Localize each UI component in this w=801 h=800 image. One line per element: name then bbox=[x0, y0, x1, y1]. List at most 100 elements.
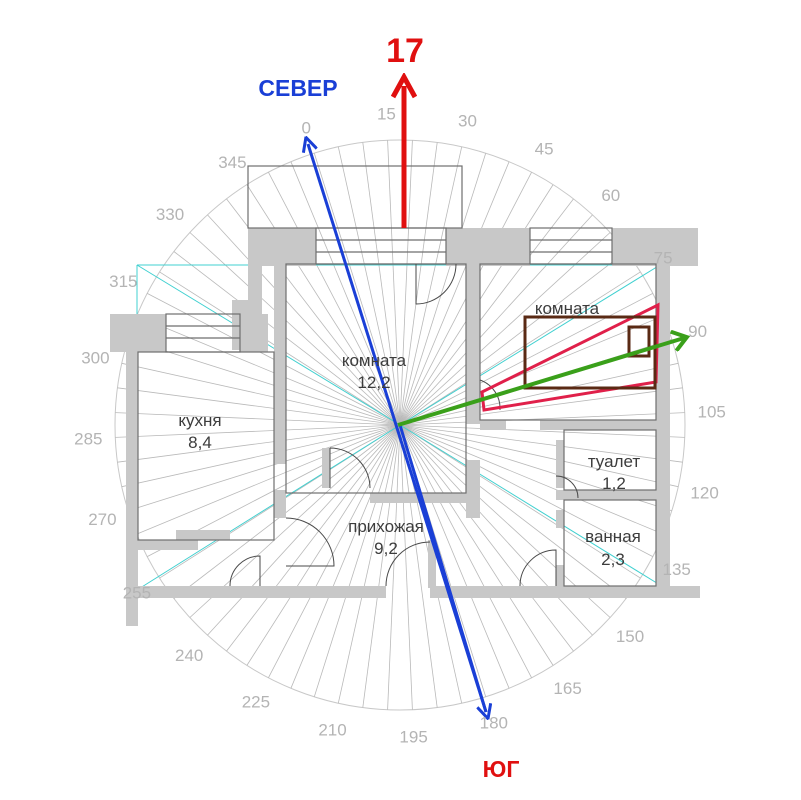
bedroom-furniture-small bbox=[627, 325, 651, 358]
bath-name: ванная bbox=[585, 527, 641, 546]
radial-line bbox=[207, 214, 401, 426]
degree-label: 345 bbox=[218, 153, 246, 172]
degree-label: 240 bbox=[175, 646, 203, 665]
radial-line bbox=[399, 315, 664, 426]
bedroom-furniture bbox=[523, 315, 657, 390]
degree-label: 105 bbox=[698, 402, 726, 421]
radial-line bbox=[313, 424, 401, 697]
radial-line bbox=[399, 198, 574, 426]
degree-label: 150 bbox=[616, 627, 644, 646]
radial-line bbox=[399, 387, 683, 426]
radial-line bbox=[399, 161, 510, 426]
degree-labels: 0 15 30 45 60 75 90 105 120 135 150 165 180 195 210 225… bbox=[74, 104, 726, 746]
compass-circle bbox=[114, 139, 686, 711]
radial-line bbox=[128, 424, 401, 512]
radial-line bbox=[121, 362, 401, 426]
radial-line bbox=[246, 424, 401, 666]
radial-line bbox=[337, 424, 401, 704]
radial-line bbox=[387, 140, 401, 426]
radial-line bbox=[189, 424, 401, 618]
north-label: СЕВЕР bbox=[258, 75, 337, 101]
radial-line bbox=[115, 412, 401, 426]
orientation-value: 17 bbox=[386, 32, 424, 70]
bedroom-name: комната bbox=[535, 299, 600, 318]
north-south-arrow-south-head bbox=[398, 424, 486, 712]
degree-label: 15 bbox=[377, 104, 396, 123]
radial-line bbox=[399, 424, 532, 678]
radial-line bbox=[313, 153, 401, 426]
radial-line bbox=[399, 424, 664, 535]
radial-line bbox=[362, 424, 401, 708]
south-label: ЮГ bbox=[483, 756, 520, 782]
radial-line bbox=[399, 153, 487, 426]
degree-label: 270 bbox=[88, 510, 116, 529]
degree-label: 75 bbox=[654, 248, 673, 267]
radial-line bbox=[117, 387, 401, 426]
degree-label: 195 bbox=[399, 728, 427, 747]
kitchen-name: кухня bbox=[178, 411, 221, 430]
degree-label: 165 bbox=[553, 679, 581, 698]
hallway-name: прихожая bbox=[348, 517, 424, 536]
radial-line bbox=[399, 424, 593, 636]
degree-label: 0 bbox=[301, 118, 310, 137]
degree-label: 90 bbox=[688, 322, 707, 341]
room-outlines bbox=[137, 165, 657, 587]
degree-label: 30 bbox=[458, 111, 477, 130]
door-swings bbox=[229, 263, 579, 587]
radial-line bbox=[136, 315, 401, 426]
radial-line bbox=[399, 271, 641, 426]
degree-label: 300 bbox=[81, 349, 109, 368]
direction-arrow bbox=[397, 338, 684, 427]
toilet-name: туалет bbox=[588, 452, 641, 471]
radial-line bbox=[268, 424, 401, 678]
radial-line bbox=[268, 172, 401, 426]
radial-line bbox=[399, 140, 413, 426]
degree-label: 120 bbox=[690, 484, 718, 503]
radial-line bbox=[136, 424, 401, 535]
bath-area: 2,3 bbox=[601, 550, 625, 569]
radial-line bbox=[399, 424, 653, 557]
radial-line bbox=[362, 142, 401, 426]
radial-line bbox=[399, 424, 679, 488]
degree-label: 60 bbox=[601, 186, 620, 205]
radial-line bbox=[399, 146, 463, 426]
radial-line bbox=[173, 424, 401, 599]
toilet-area: 1,2 bbox=[602, 474, 626, 493]
degree-label: 255 bbox=[123, 584, 151, 603]
radial-line bbox=[399, 424, 438, 708]
radial-line bbox=[387, 424, 401, 710]
degree-label: 330 bbox=[156, 205, 184, 224]
radial-line bbox=[399, 214, 593, 426]
radial-line bbox=[207, 424, 401, 636]
radial-line bbox=[399, 424, 627, 599]
radial-line bbox=[121, 424, 401, 488]
living-room-area: 12,2 bbox=[357, 373, 390, 392]
radial-line bbox=[399, 424, 554, 666]
radial-line bbox=[128, 338, 401, 426]
degree-label: 180 bbox=[480, 714, 508, 733]
degree-label: 225 bbox=[242, 693, 270, 712]
radial-line bbox=[337, 146, 401, 426]
degree-label: 285 bbox=[74, 430, 102, 449]
degree-label: 315 bbox=[109, 272, 137, 291]
living-room-name: комната bbox=[342, 351, 407, 370]
radial-line bbox=[115, 424, 401, 438]
degree-label: 210 bbox=[318, 721, 346, 740]
degree-label: 45 bbox=[535, 139, 554, 158]
radial-line bbox=[399, 412, 685, 426]
radial-line bbox=[399, 424, 413, 710]
radial-line bbox=[399, 142, 438, 426]
radial-line bbox=[399, 251, 627, 426]
radial-line bbox=[226, 424, 401, 652]
radial-line bbox=[173, 251, 401, 426]
hallway-area: 9,2 bbox=[374, 539, 398, 558]
radial-line bbox=[399, 424, 641, 579]
radial-line bbox=[117, 424, 401, 463]
degree-label: 135 bbox=[663, 560, 691, 579]
radial-line bbox=[399, 362, 679, 426]
radial-line bbox=[399, 424, 685, 438]
radial-line bbox=[290, 424, 401, 689]
radial-line bbox=[399, 424, 510, 689]
kitchen-area: 8,4 bbox=[188, 433, 212, 452]
